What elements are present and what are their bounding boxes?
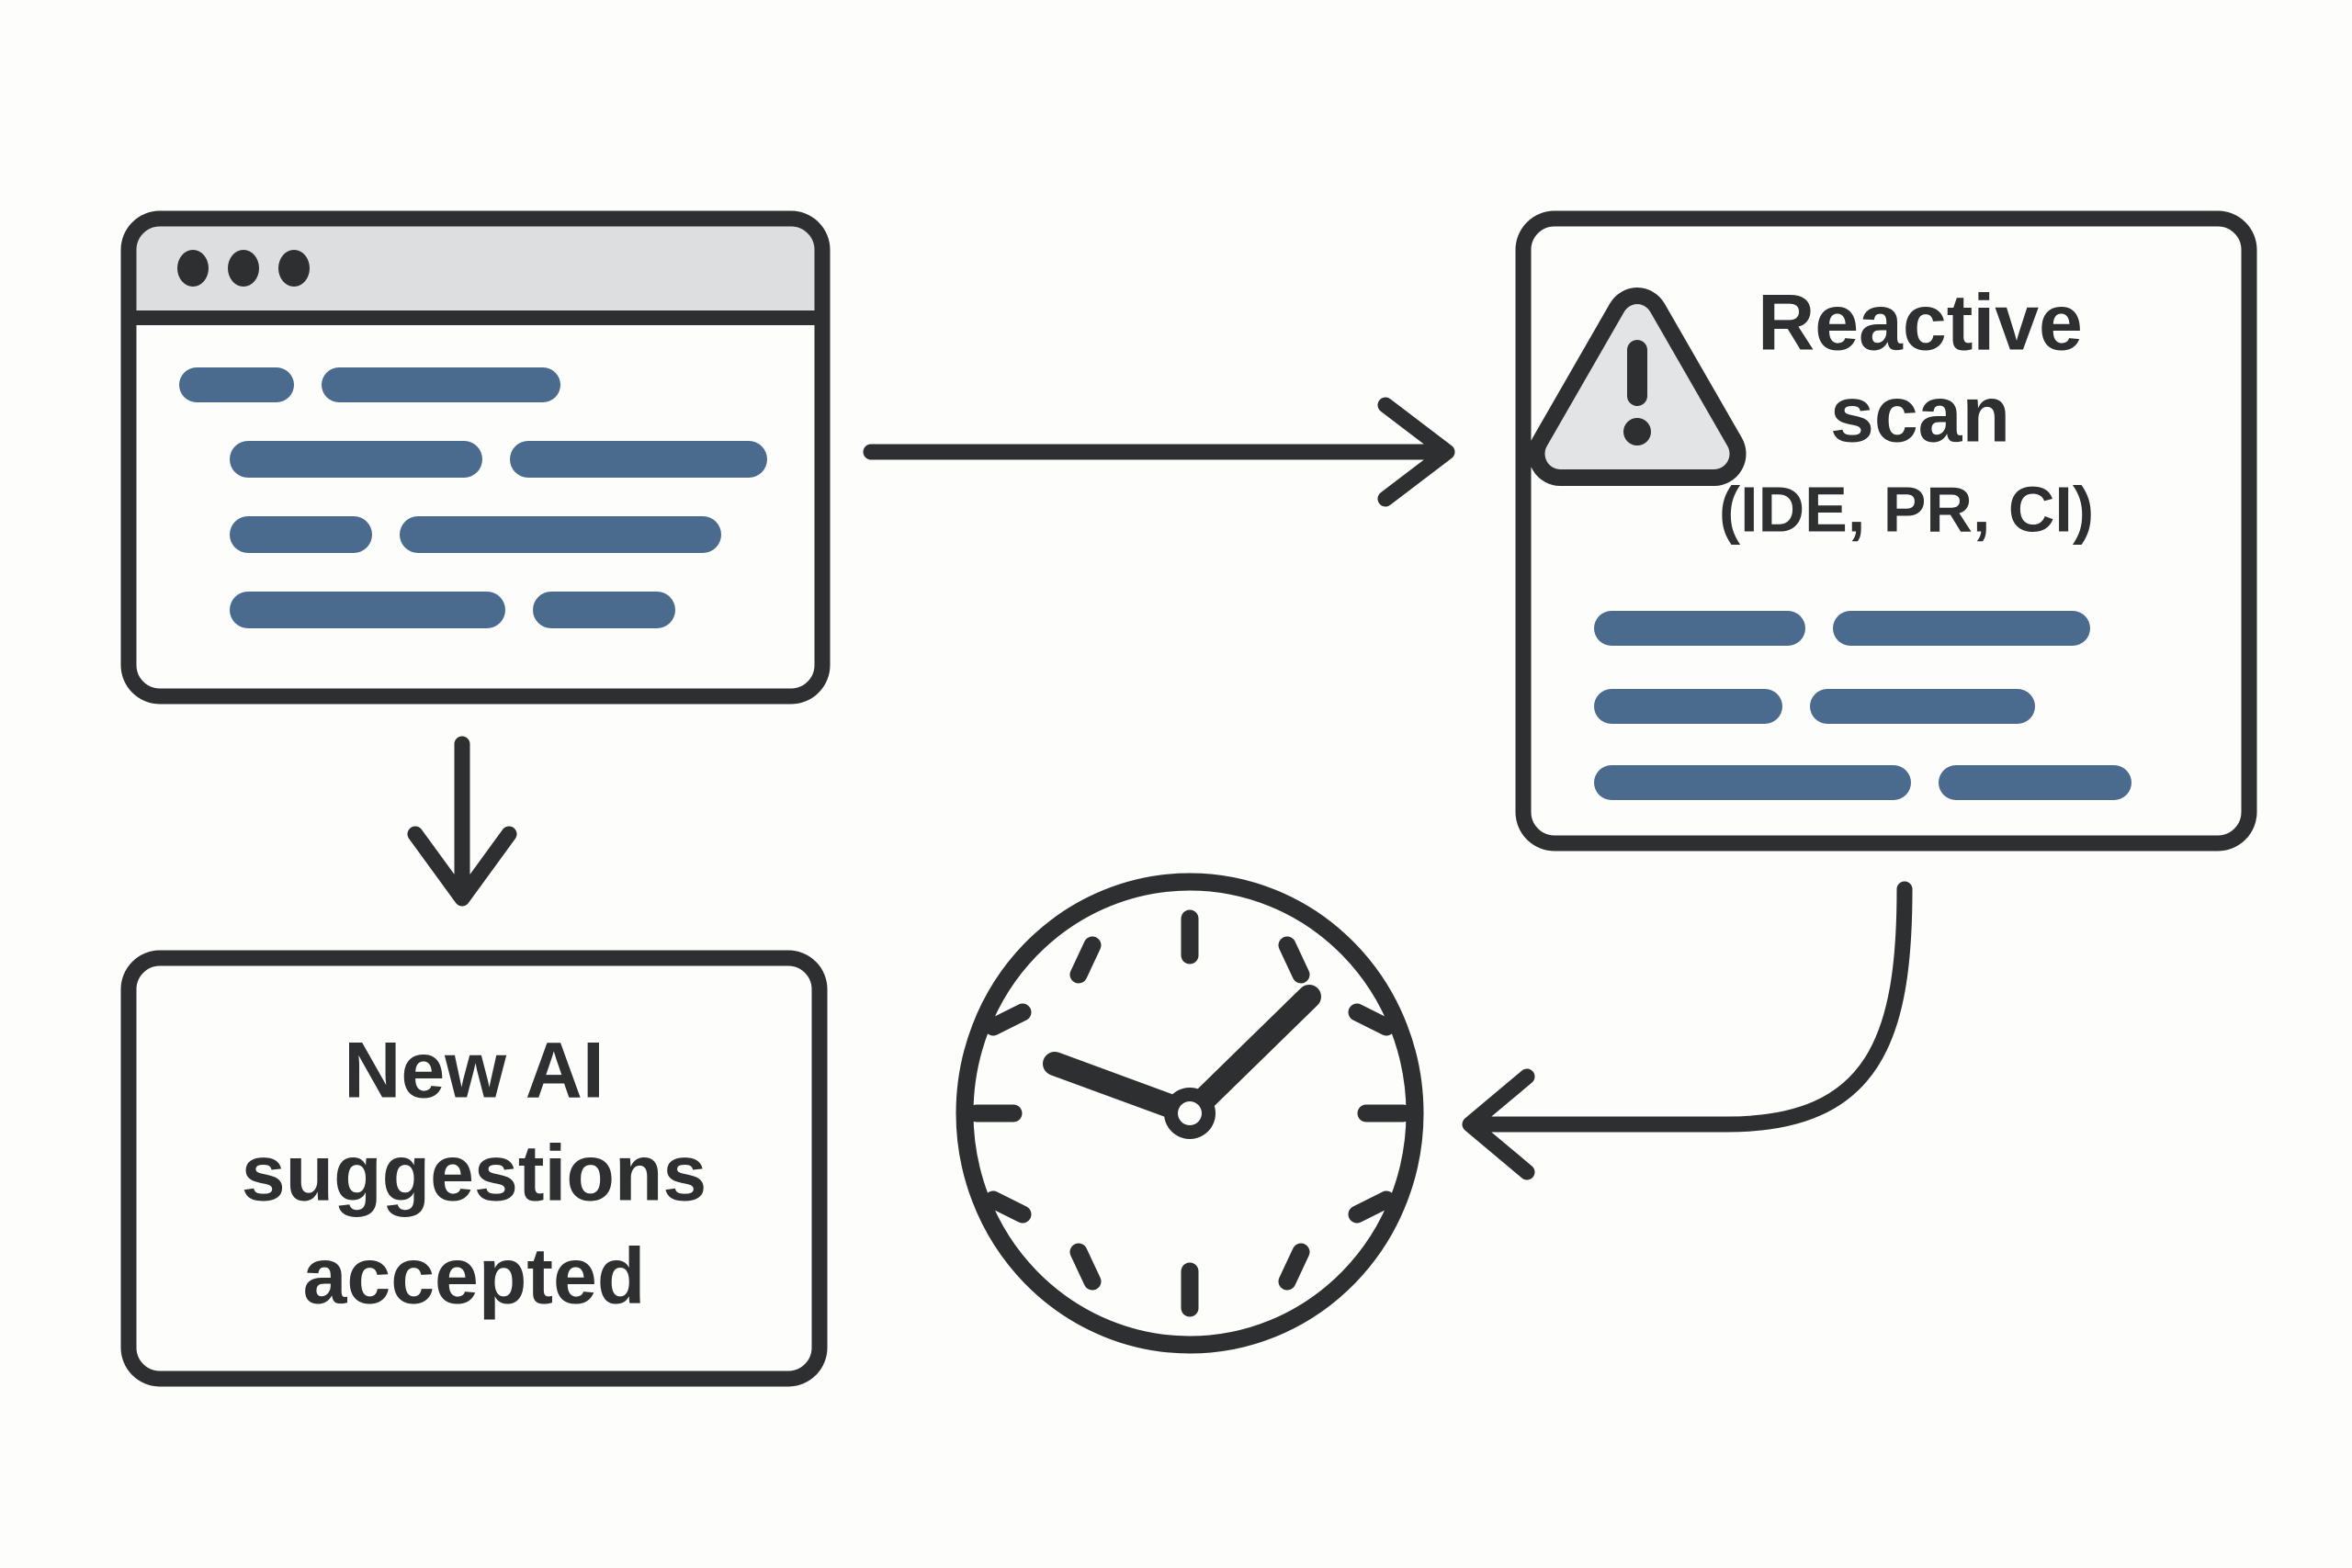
- new-ai-suggestions-outline: [120, 950, 828, 1387]
- code-bar: [1939, 765, 2132, 800]
- arrow-code-to-suggestions: [407, 736, 517, 907]
- arrow-head-icon: [1377, 397, 1455, 507]
- code-line-row: [1594, 689, 2035, 724]
- code-bar: [533, 592, 675, 628]
- reactive-scan-title-line-1: Reactive: [1758, 279, 2083, 367]
- warning-triangle-outline: [1528, 288, 1747, 486]
- warning-exclamation-dot: [1623, 418, 1651, 446]
- arrow-scan-to-clock: [1462, 881, 1913, 1180]
- dot-yellow-icon[interactable]: [228, 250, 259, 287]
- code-line-row: [1594, 765, 2132, 800]
- code-editor-window[interactable]: [120, 210, 831, 705]
- code-line-row: [230, 441, 767, 478]
- clock-ticks: [967, 909, 1412, 1317]
- new-ai-suggestions-line-3: accepted: [303, 1233, 646, 1321]
- warning-triangle-icon: [1528, 288, 1747, 486]
- arrow-code-to-scan: [863, 397, 1455, 507]
- new-ai-suggestions-card[interactable]: New AI suggestions accepted: [120, 950, 828, 1387]
- code-line-row: [230, 516, 721, 553]
- new-ai-suggestions-line-2: suggestions: [242, 1130, 707, 1218]
- code-line-row: [230, 592, 675, 628]
- code-bar: [1833, 611, 2090, 646]
- dot-red-icon[interactable]: [177, 250, 209, 287]
- code-bar: [1594, 689, 1782, 724]
- code-bar: [1594, 765, 1911, 800]
- code-window-outline: [120, 210, 831, 705]
- warning-exclamation-bar: [1627, 340, 1647, 406]
- clock-rim: [956, 873, 1424, 1354]
- arrow-head-icon: [407, 826, 517, 907]
- code-line-row: [1594, 611, 2090, 646]
- code-window-titlebar: [129, 219, 822, 318]
- code-bar: [230, 516, 372, 553]
- clock-minute-hand: [1178, 985, 1321, 1125]
- code-bar: [230, 592, 505, 628]
- clock-center-hole: [1178, 1101, 1202, 1125]
- reactive-scan-title-line-2: scan: [1830, 371, 2010, 459]
- code-bar: [400, 516, 721, 553]
- code-bar: [510, 441, 767, 478]
- code-bar: [1810, 689, 2035, 724]
- reactive-scan-outline: [1515, 210, 2257, 852]
- arrow-head-icon: [1462, 1068, 1535, 1180]
- code-bar: [179, 367, 294, 402]
- arrow-curve-shaft: [1480, 881, 1913, 1133]
- clock-icon[interactable]: [956, 873, 1424, 1354]
- code-bar: [230, 441, 482, 478]
- new-ai-suggestions-line-1: New AI: [344, 1027, 605, 1115]
- code-bar: [1594, 611, 1805, 646]
- dot-green-icon[interactable]: [278, 250, 310, 287]
- reactive-scan-subtitle: (IDE, PR, CI): [1719, 473, 2094, 545]
- reactive-scan-card[interactable]: Reactive scan (IDE, PR, CI): [1515, 210, 2257, 852]
- new-ai-suggestions-body: [129, 958, 820, 1379]
- code-bar: [322, 367, 560, 402]
- code-line-row: [179, 367, 560, 402]
